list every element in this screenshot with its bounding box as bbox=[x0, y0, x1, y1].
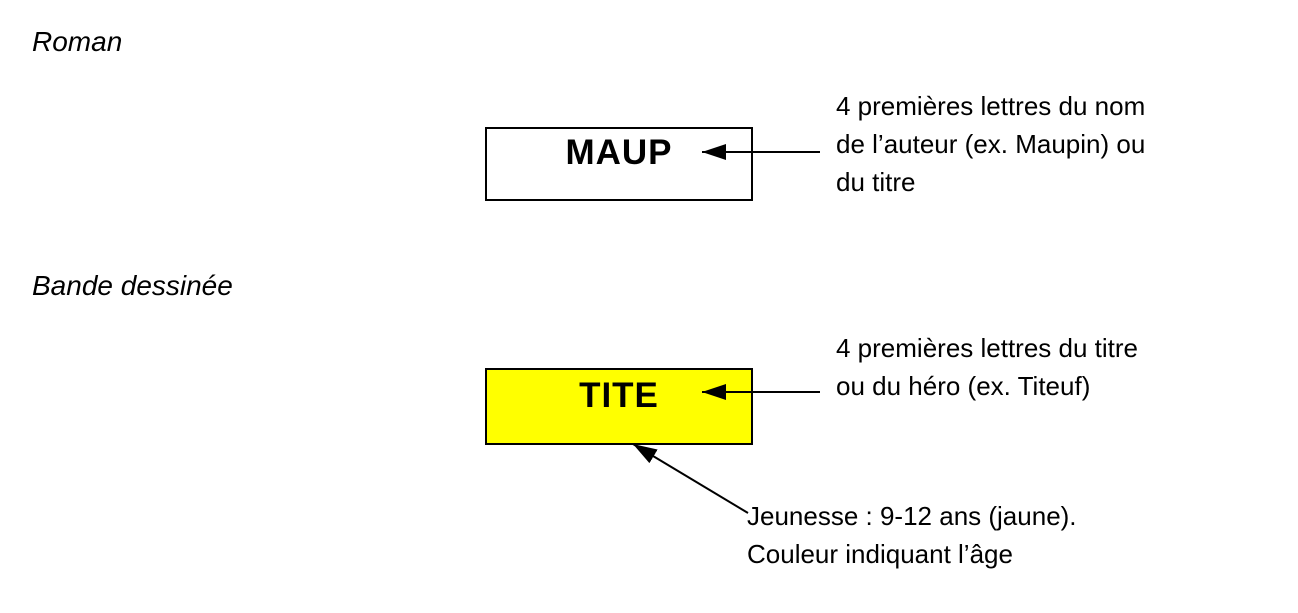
annotation-line: de l’auteur (ex. Maupin) ou bbox=[836, 129, 1146, 159]
age-colour-annotation: Jeunesse : 9-12 ans (jaune). Couleur ind… bbox=[747, 497, 1077, 573]
annotation-line: Jeunesse : 9-12 ans (jaune). bbox=[747, 501, 1077, 531]
annotation-line: Couleur indiquant l’âge bbox=[747, 539, 1013, 569]
section-heading-roman: Roman bbox=[32, 26, 123, 57]
annotation-line: 4 premières lettres du nom bbox=[836, 91, 1146, 121]
annotation-line: ou du héro (ex. Titeuf) bbox=[836, 371, 1091, 401]
roman-label-box: MAUP bbox=[485, 127, 753, 201]
bd-label-text: TITE bbox=[579, 375, 659, 415]
annotation-line: 4 premières lettres du titre bbox=[836, 333, 1139, 363]
roman-label-text: MAUP bbox=[565, 133, 673, 172]
section-heading-bande-dessinee: Bande dessinée bbox=[32, 270, 233, 301]
bd-annotation: 4 premières lettres du titre ou du héro … bbox=[836, 329, 1138, 405]
arrow-to-bd-box-bottom-icon bbox=[632, 443, 749, 514]
roman-annotation: 4 premières lettres du nom de l’auteur (… bbox=[836, 87, 1145, 201]
annotation-line: du titre bbox=[836, 167, 916, 197]
bd-label-box: TITE bbox=[485, 368, 753, 445]
